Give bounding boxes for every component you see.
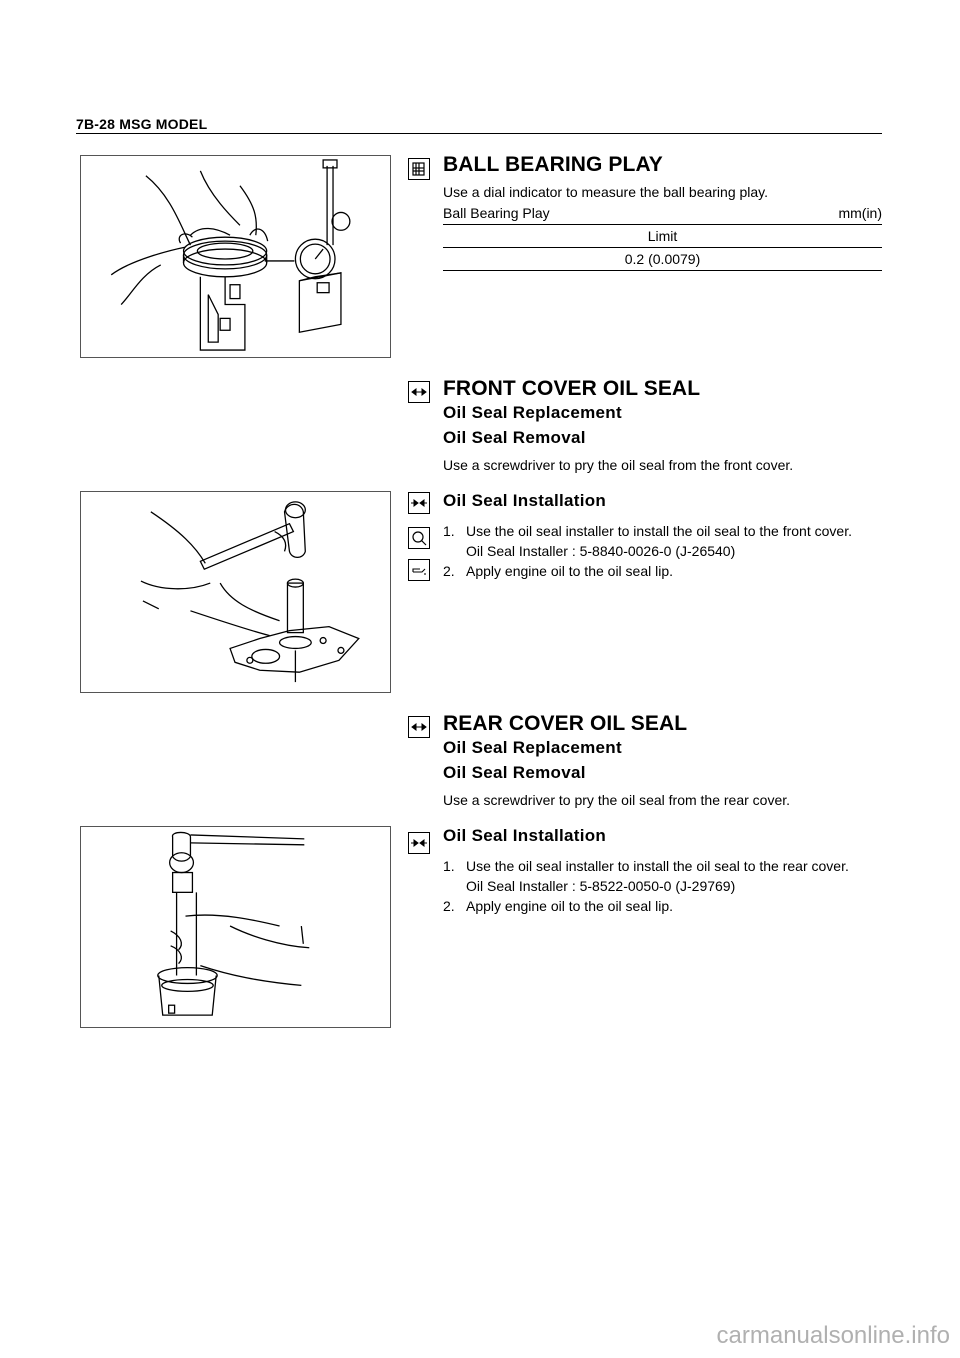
rear-seal-illustration — [80, 826, 391, 1028]
front-seal-illustration — [80, 491, 391, 693]
page-header: 7B-28 MSG MODEL — [76, 116, 208, 132]
special-tool-icon — [408, 527, 430, 549]
front-removal-text: Use a screwdriver to pry the oil seal fr… — [443, 457, 794, 473]
step-number: 2. — [443, 898, 455, 914]
front-removal-heading: Oil Seal Removal — [443, 428, 586, 447]
list-item: 1. Use the oil seal installer to install… — [443, 521, 883, 541]
oil-icon — [408, 559, 430, 581]
step-number: 1. — [443, 858, 455, 874]
front-install-steps: 1. Use the oil seal installer to install… — [443, 521, 883, 581]
rear-installation-heading: Oil Seal Installation — [443, 826, 607, 845]
front-cover-heading: FRONT COVER OIL SEAL — [443, 377, 701, 400]
step-text: Apply engine oil to the oil seal lip. — [466, 898, 674, 914]
table-header-row: Ball Bearing Play mm(in) — [443, 202, 882, 224]
ball-bearing-heading: BALL BEARING PLAY — [443, 153, 663, 176]
front-installation-heading: Oil Seal Installation — [443, 491, 607, 510]
step-text: Use the oil seal installer to install th… — [466, 523, 852, 539]
remove-icon — [408, 716, 430, 738]
table-label: Ball Bearing Play — [443, 205, 550, 221]
step-text: Use the oil seal installer to install th… — [466, 858, 849, 874]
ball-bearing-table: Ball Bearing Play mm(in) Limit 0.2 (0.00… — [443, 202, 882, 271]
rear-removal-text: Use a screwdriver to pry the oil seal fr… — [443, 792, 791, 808]
step-number: 2. — [443, 563, 455, 579]
watermark: carmanualsonline.info — [716, 1322, 950, 1349]
step-number: 1. — [443, 523, 455, 539]
list-item: 2. Apply engine oil to the oil seal lip. — [443, 561, 883, 581]
rear-replacement-heading: Oil Seal Replacement — [443, 738, 622, 757]
tool-number: Oil Seal Installer : 5-8840-0026-0 (J-26… — [466, 543, 736, 559]
measure-icon — [408, 158, 430, 180]
rear-install-steps: 1. Use the oil seal installer to install… — [443, 856, 883, 916]
tool-number: Oil Seal Installer : 5-8522-0050-0 (J-29… — [466, 878, 736, 894]
table-limit-value: 0.2 (0.0079) — [443, 247, 882, 270]
ball-bearing-intro: Use a dial indicator to measure the ball… — [443, 184, 769, 200]
ball-bearing-illustration — [80, 155, 391, 358]
table-column-header: Limit — [443, 224, 882, 247]
install-icon — [408, 832, 430, 854]
list-item: 1. Use the oil seal installer to install… — [443, 856, 883, 876]
list-item: 2. Apply engine oil to the oil seal lip. — [443, 896, 883, 916]
install-icon — [408, 492, 430, 514]
table-bottom-rule — [443, 270, 882, 271]
remove-icon — [408, 381, 430, 403]
header-rule — [76, 133, 882, 134]
rear-cover-heading: REAR COVER OIL SEAL — [443, 712, 688, 735]
front-replacement-heading: Oil Seal Replacement — [443, 403, 622, 422]
table-unit: mm(in) — [838, 205, 882, 221]
step-text: Apply engine oil to the oil seal lip. — [466, 563, 674, 579]
rear-removal-heading: Oil Seal Removal — [443, 763, 586, 782]
